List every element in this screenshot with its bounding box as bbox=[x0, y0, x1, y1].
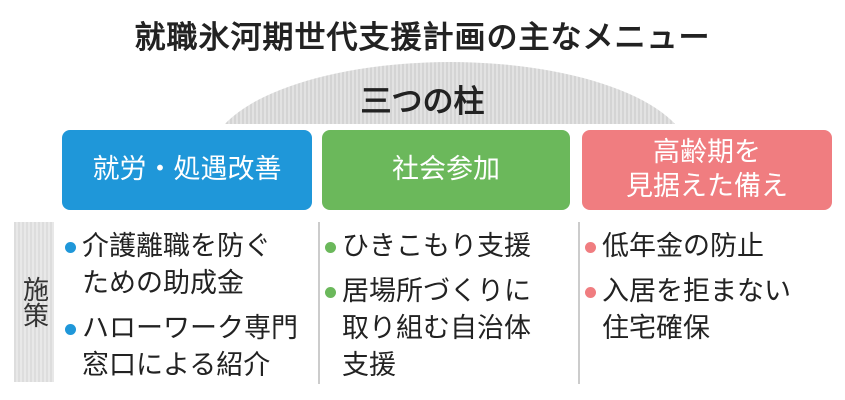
column-divider bbox=[578, 222, 580, 384]
list-item: ひきこもり支援 bbox=[322, 228, 531, 265]
bullet-icon bbox=[585, 287, 596, 298]
list-item: ハローワーク専門 窓口による紹介 bbox=[62, 310, 298, 384]
measures-label: 施策 bbox=[14, 222, 54, 382]
column-divider bbox=[318, 222, 320, 384]
bullet-icon bbox=[585, 242, 596, 253]
employment-measures: 介護離職を防ぐ ための助成金 ハローワーク専門 窓口による紹介 bbox=[62, 228, 298, 392]
social-measures: ひきこもり支援 居場所づくりに 取り組む自治体 支援 bbox=[322, 228, 531, 392]
pillar-header-employment: 就労・処遇改善 bbox=[62, 130, 312, 210]
list-item: 入居を拒まない 住宅確保 bbox=[582, 273, 791, 347]
pillar-header-aging: 高齢期を 見据えた備え bbox=[582, 130, 832, 210]
list-item: 介護離職を防ぐ ための助成金 bbox=[62, 228, 298, 302]
pillars-label: 三つの柱 bbox=[360, 84, 485, 120]
pillars-arc bbox=[210, 62, 690, 124]
diagram-title: 就職氷河期世代支援計画の主なメニュー bbox=[134, 20, 711, 56]
list-item: 居場所づくりに 取り組む自治体 支援 bbox=[322, 273, 531, 384]
list-item: 低年金の防止 bbox=[582, 228, 791, 265]
bullet-icon bbox=[325, 242, 336, 253]
aging-measures: 低年金の防止 入居を拒まない 住宅確保 bbox=[582, 228, 791, 355]
bullet-icon bbox=[65, 324, 76, 335]
bullet-icon bbox=[65, 242, 76, 253]
pillar-header-social: 社会参加 bbox=[322, 130, 570, 210]
bullet-icon bbox=[325, 287, 336, 298]
